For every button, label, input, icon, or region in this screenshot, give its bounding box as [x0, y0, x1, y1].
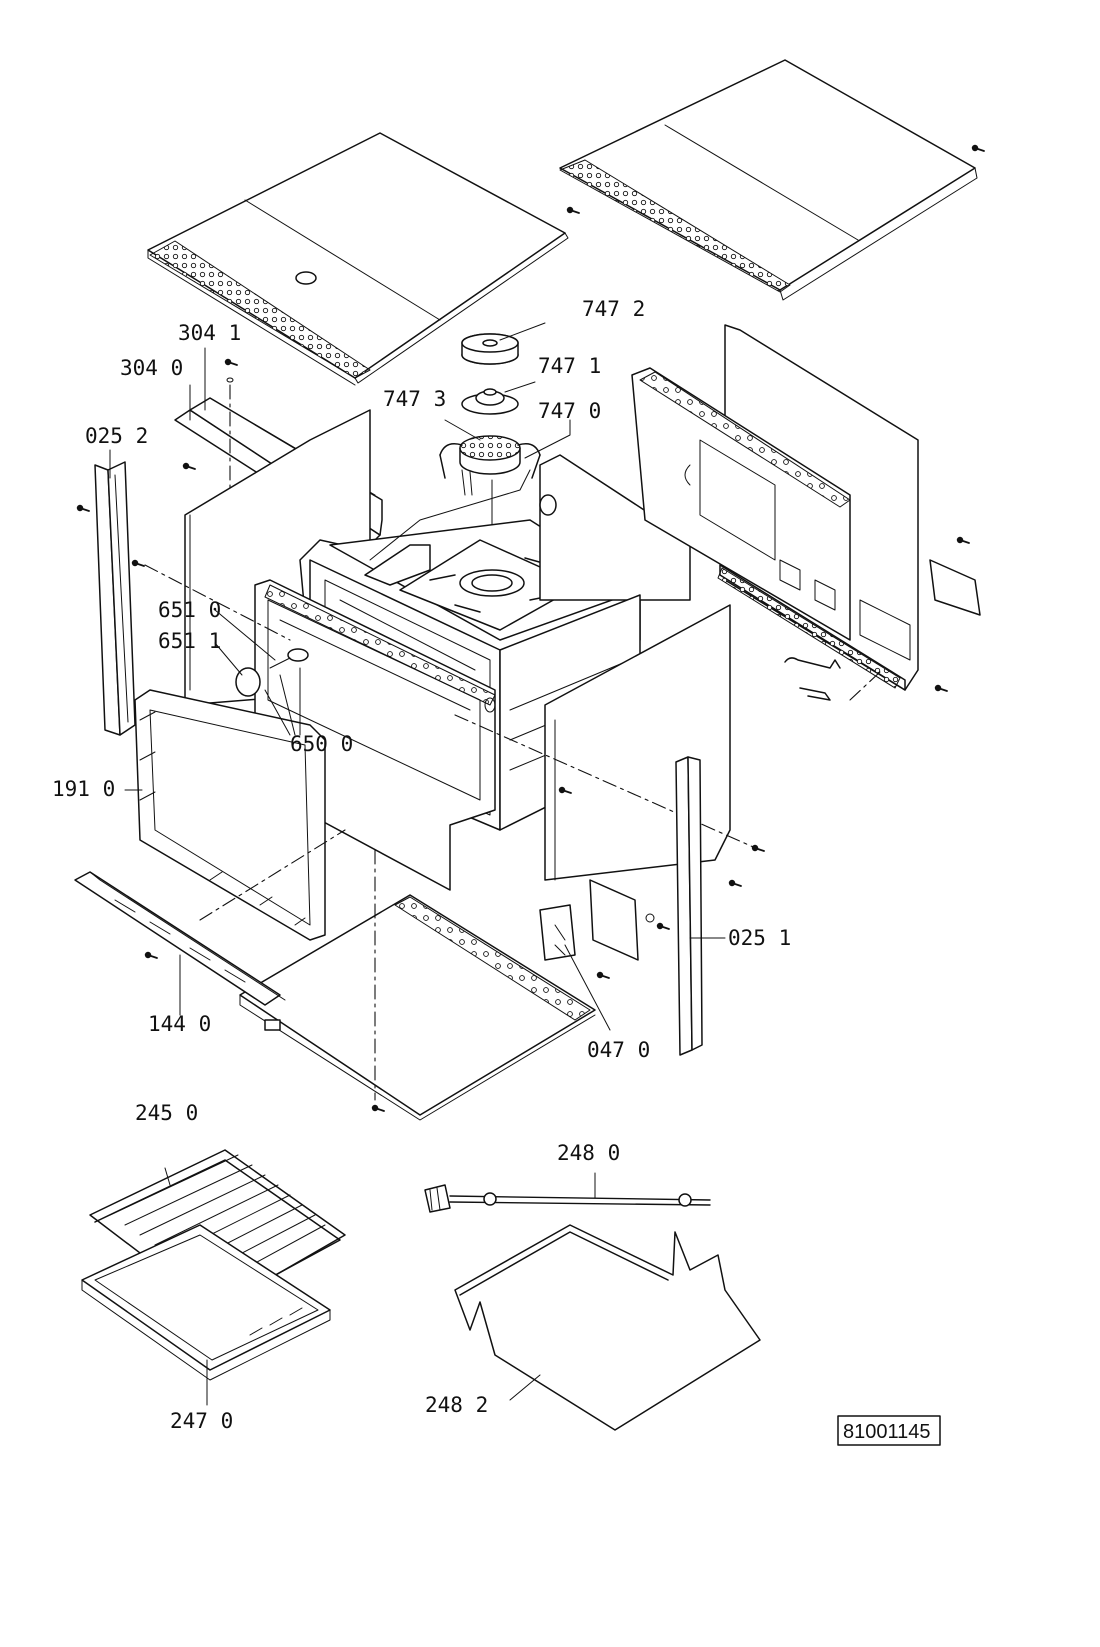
- label-651-1: 651 1: [158, 629, 221, 653]
- label-247-0: 247 0: [170, 1409, 233, 1433]
- screw-icon: [130, 558, 145, 568]
- label-304-0: 304 0: [120, 356, 183, 380]
- side-trim-right: [675, 756, 703, 1056]
- screw-icon: [143, 950, 158, 960]
- bottom-strip-144: [74, 871, 286, 1006]
- label-047-0: 047 0: [587, 1038, 650, 1062]
- label-747-3: 747 3: [383, 387, 446, 411]
- label-651-0: 651 0: [158, 598, 221, 622]
- screw-icon: [75, 503, 90, 513]
- label-248-2: 248 2: [425, 1393, 488, 1417]
- screw-icon: [955, 535, 970, 545]
- bottom-plate: [199, 829, 596, 1121]
- drawing-number: 81001145: [843, 1421, 931, 1443]
- screw-icon: [727, 878, 742, 888]
- label-747-2: 747 2: [582, 297, 645, 321]
- spit-support: [454, 1224, 761, 1431]
- top-cover-right: [559, 59, 985, 301]
- screw-icon: [181, 461, 196, 471]
- rotisserie-spit: [424, 1184, 711, 1213]
- leader-lines: [109, 322, 726, 1406]
- screw-icon: [933, 683, 948, 693]
- screw-icon: [370, 1103, 385, 1113]
- label-144-0: 144 0: [148, 1012, 211, 1036]
- label-650-0: 650 0: [290, 732, 353, 756]
- screw-icon: [595, 970, 610, 980]
- side-trim-left: [75, 461, 291, 736]
- oven-tray: [81, 1224, 331, 1381]
- label-025-1: 025 1: [728, 926, 791, 950]
- screw-icon: [223, 357, 238, 367]
- label-025-2: 025 2: [85, 424, 148, 448]
- back-panel: [631, 324, 981, 701]
- label-245-0: 245 0: [135, 1101, 198, 1125]
- screw-icon: [655, 921, 670, 931]
- label-304-1: 304 1: [178, 321, 241, 345]
- label-747-0: 747 0: [538, 399, 601, 423]
- burner-assembly: [439, 333, 541, 561]
- screw-icon: [565, 205, 580, 215]
- screw-icon: [970, 143, 985, 153]
- drawing-number-box: [837, 1415, 941, 1446]
- door-seal: [134, 689, 326, 941]
- screw-icon: [750, 843, 765, 853]
- label-248-0: 248 0: [557, 1141, 620, 1165]
- label-747-1: 747 1: [538, 354, 601, 378]
- label-191-0: 191 0: [52, 777, 115, 801]
- top-cover-left: [147, 132, 569, 386]
